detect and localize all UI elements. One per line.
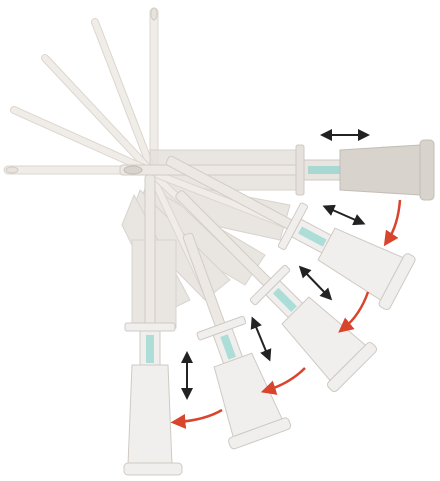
needle-horizontal bbox=[119, 139, 435, 201]
double-arrow-4 bbox=[250, 316, 272, 362]
rotation-arrows bbox=[170, 199, 402, 429]
needle-position-2 bbox=[165, 155, 416, 311]
ghost-needle-5 bbox=[3, 165, 155, 175]
ghost-needle-1 bbox=[149, 7, 159, 169]
needle-vertical bbox=[123, 174, 183, 476]
rotation-arrow-1 bbox=[383, 199, 402, 247]
needle-position-3 bbox=[175, 190, 378, 393]
ghost-needle-2 bbox=[91, 18, 154, 169]
ghost-needle-3 bbox=[41, 54, 152, 172]
rotation-arrow-2 bbox=[338, 291, 370, 333]
rotation-arrow-4 bbox=[170, 408, 223, 429]
double-arrow-3 bbox=[298, 265, 333, 301]
rotation-arrow-3 bbox=[260, 367, 306, 395]
needle-position-4 bbox=[182, 232, 292, 450]
ghost-needle-4 bbox=[10, 106, 152, 174]
double-arrow-2 bbox=[322, 204, 366, 226]
double-arrows bbox=[181, 129, 370, 400]
